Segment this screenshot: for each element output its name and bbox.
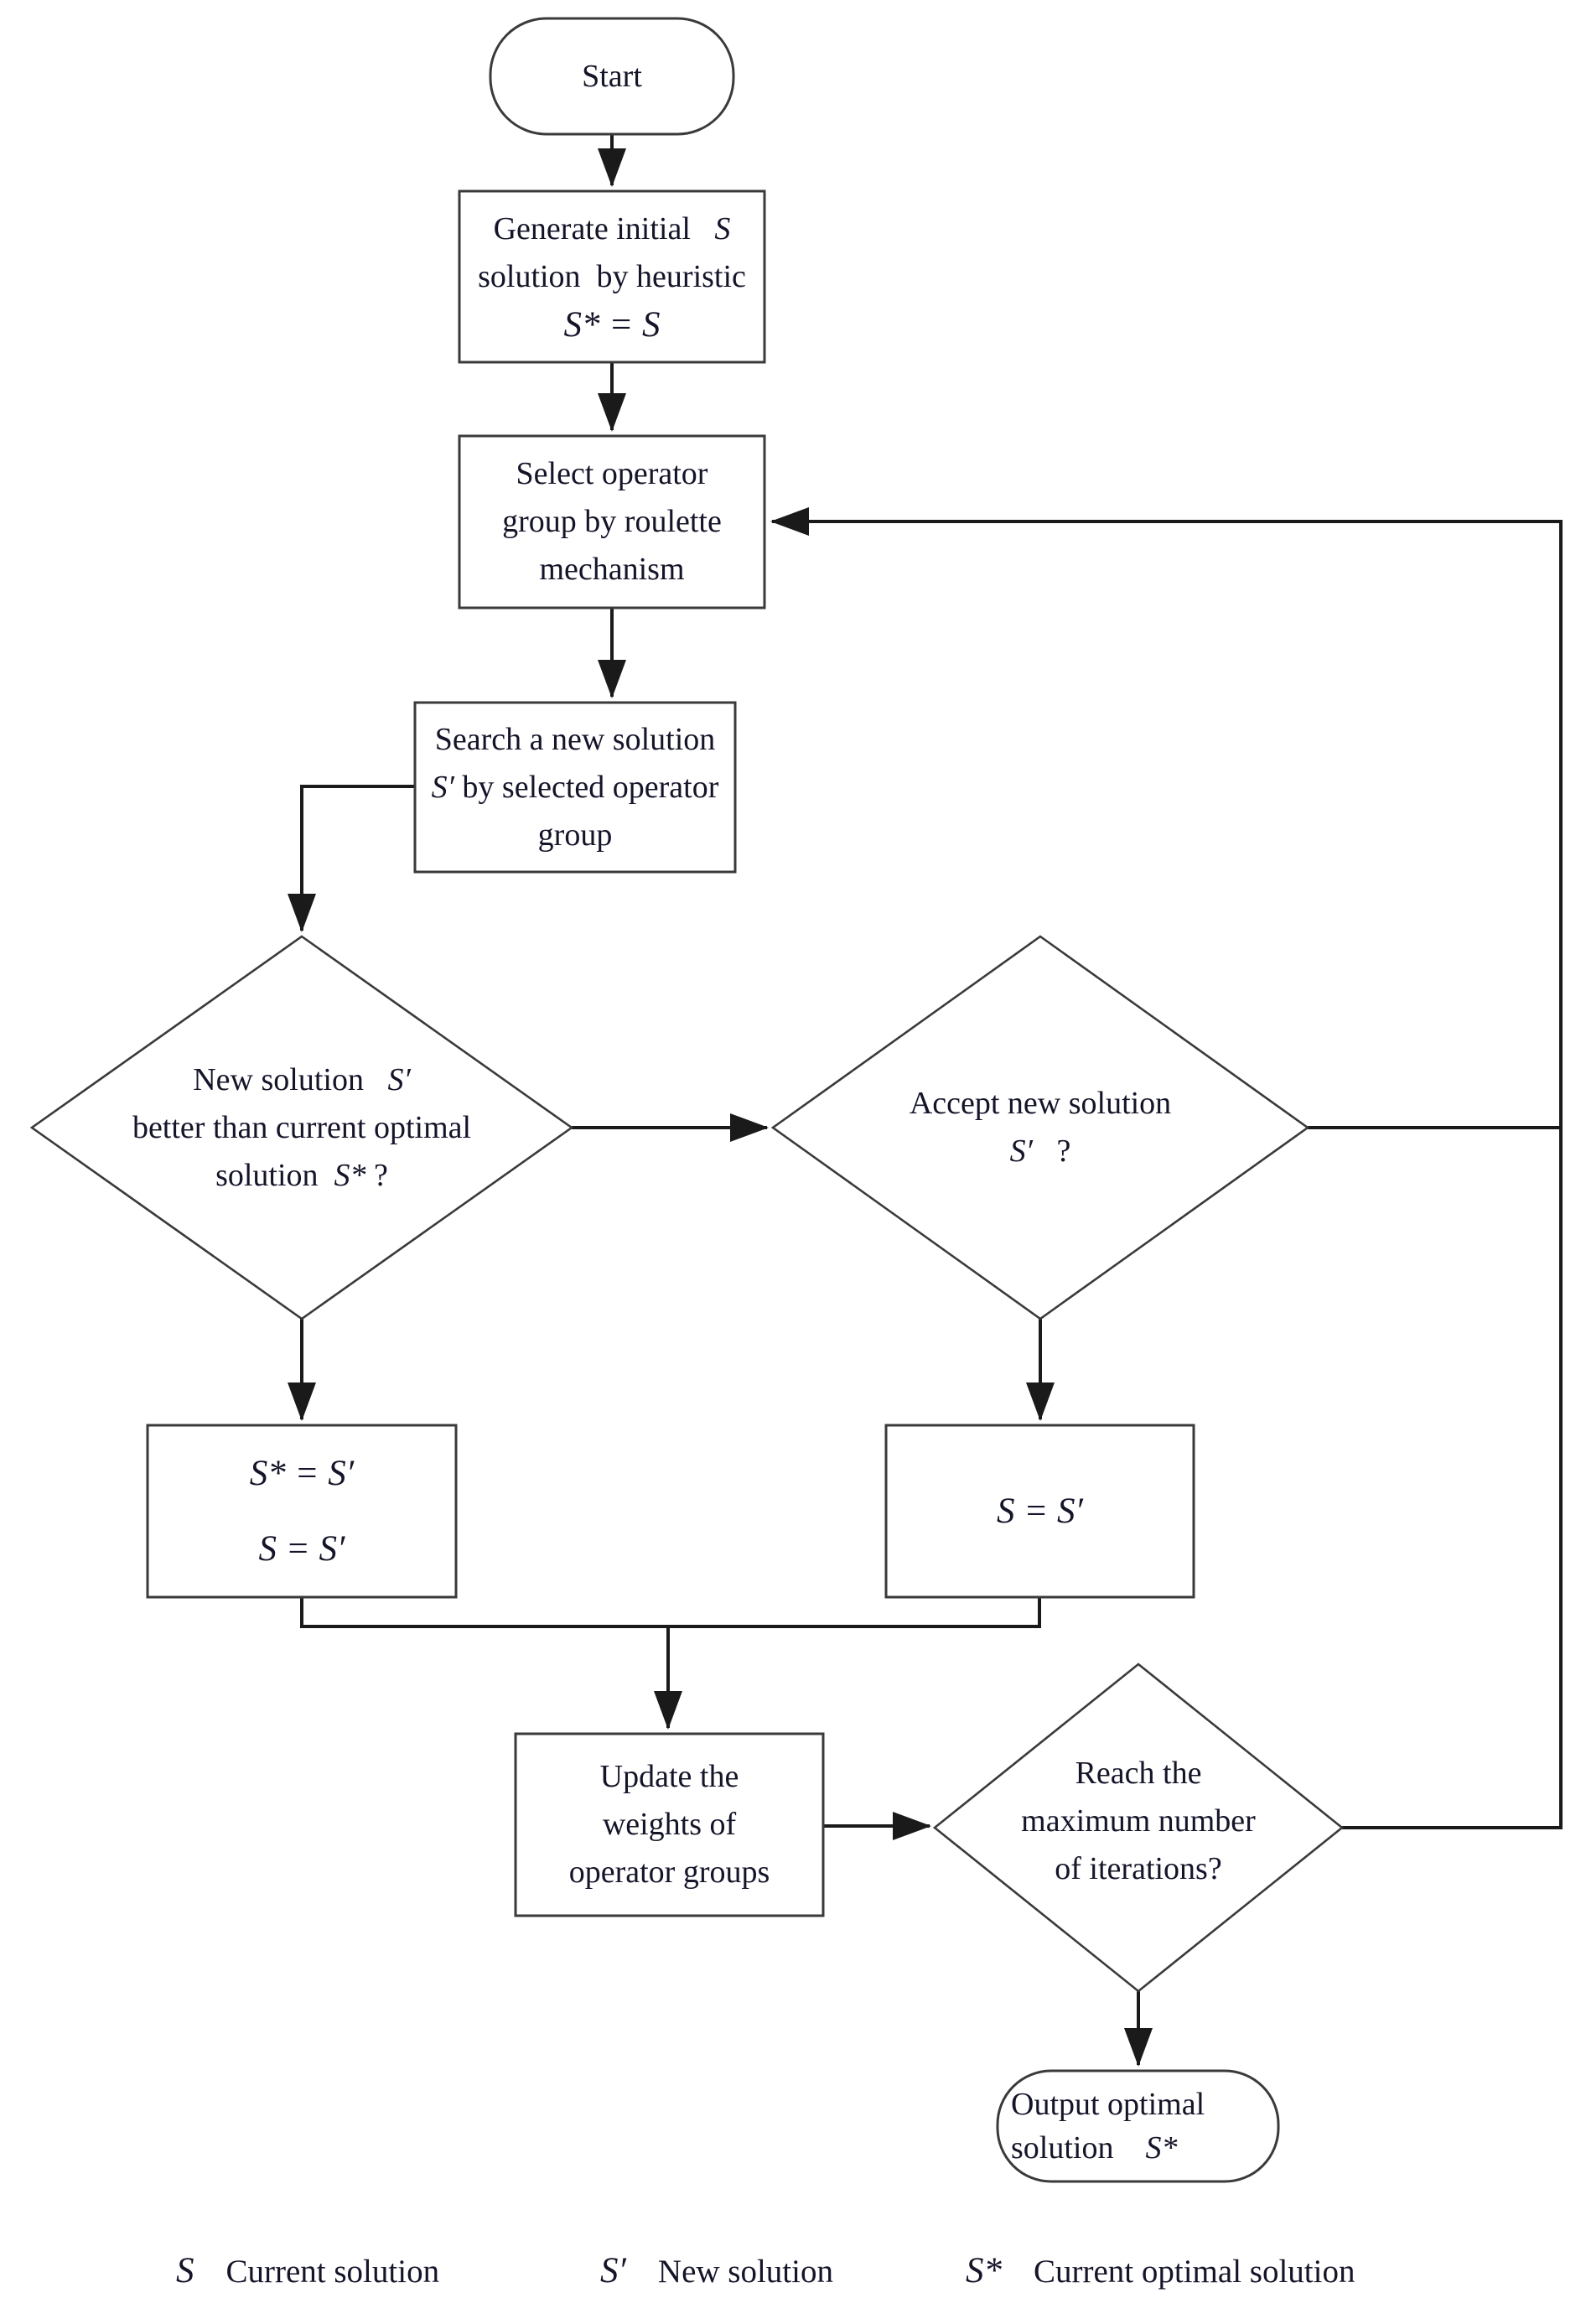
output-terminator-shape [996,2069,1280,2183]
generate-line-3: S* = S [563,304,661,345]
assign-best-line-2: S = S′ [258,1528,345,1569]
better-line-1-symbol: S′ [387,1061,411,1097]
legend-symbol-current: S [176,2251,194,2290]
output-label: Output optimal solution S* [998,2071,1278,2181]
search-line-1: Search a new solution [434,721,716,757]
legend-label-optimal: Current optimal solution [1034,2254,1355,2290]
accept-line-2-symbol: S′ [1009,1133,1033,1169]
weights-line-2: weights of [602,1807,737,1842]
assign-best-box-shape [146,1424,458,1599]
legend-item-current-optimal-solution: S* Current optimal solution [966,2250,1355,2291]
assign-current-line-1: S = S′ [997,1491,1083,1531]
start-text: Start [582,58,642,94]
better-line-2: better than current optimal [132,1109,472,1145]
generate-initial-box-shape [458,189,766,364]
reach-line-3: of iterations? [1055,1850,1222,1886]
search-line-2-symbol: S′ [431,769,454,805]
select-line-3: mechanism [539,552,685,587]
legend-symbol-new: S′ [600,2251,626,2290]
generate-initial-label: Generate initial S solution by heuristic… [459,191,764,362]
accept-decision-label: Accept new solution S′ ? [773,936,1308,1319]
better-decision-label: New solution S′ better than current opti… [32,936,572,1319]
assign-current-box-shape [884,1424,1195,1599]
output-line-2: solution S* [1011,2126,1177,2170]
accept-line-1: Accept new solution [909,1086,1172,1121]
select-operator-box-shape [458,434,766,610]
better-decision-diamond-shape [29,935,574,1320]
legend-item-new-solution: S′ New solution [600,2250,833,2291]
weights-line-1: Update the [599,1759,739,1794]
accept-decision-diamond-shape [770,935,1310,1320]
accept-line-2: S′ ? [1010,1128,1071,1175]
connector-feedback-loop-to-select [770,507,1563,1829]
search-line-2-text: by selected operator [454,769,719,805]
search-line-3: group [537,817,613,853]
select-operator-label: Select operator group by roulette mechan… [459,436,764,608]
assign-best-label: S* = S′ S = S′ [148,1425,456,1597]
generate-line-2: solution by heuristic [478,258,746,294]
reach-max-label: Reach the maximum number of iterations? [935,1670,1342,1972]
accept-line-2-question: ? [1032,1133,1071,1169]
legend-symbol-optimal: S* [966,2251,1002,2290]
assign-current-label: S = S′ [886,1425,1194,1597]
search-line-2: S′ by selected operator [432,764,719,812]
reach-line-2: maximum number [1021,1803,1256,1839]
legend-label-current: Current solution [225,2254,440,2290]
generate-line-1-text: Generate initial [493,210,715,246]
better-line-1: New solution S′ [193,1056,411,1104]
update-weights-label: Update the weights of operator groups [516,1734,823,1916]
output-line-1: Output optimal [1011,2087,1205,2122]
generate-line-1: Generate initial S [494,205,731,253]
weights-line-3: operator groups [568,1855,770,1890]
better-line-3-symbol: S* [334,1157,366,1193]
start-terminator-shape [489,17,735,136]
generate-line-1-symbol: S [714,210,731,246]
better-line-3-question: ? [365,1157,388,1193]
search-solution-label: Search a new solution S′ by selected ope… [415,703,735,872]
reach-line-1: Reach the [1075,1755,1202,1791]
select-line-1: Select operator [516,456,708,491]
connector-merge-to-weights [300,1597,1041,1728]
update-weights-box-shape [514,1732,825,1917]
reach-max-decision-diamond-shape [932,1663,1345,1993]
select-line-2: group by roulette [502,504,722,539]
connector-search-to-better-diamond [288,785,415,932]
output-line-2-symbol: S* [1145,2130,1178,2166]
output-line-2-text: solution [1011,2130,1146,2166]
start-label: Start [490,18,733,134]
search-solution-box-shape [413,701,737,874]
legend-label-new: New solution [657,2254,833,2290]
better-line-3-text: solution [215,1157,334,1193]
better-line-1-text: New solution [193,1061,388,1097]
legend-item-current-solution: S Current solution [176,2250,439,2291]
assign-best-line-1: S* = S′ [249,1453,355,1493]
better-line-3: solution S* ? [215,1152,388,1200]
